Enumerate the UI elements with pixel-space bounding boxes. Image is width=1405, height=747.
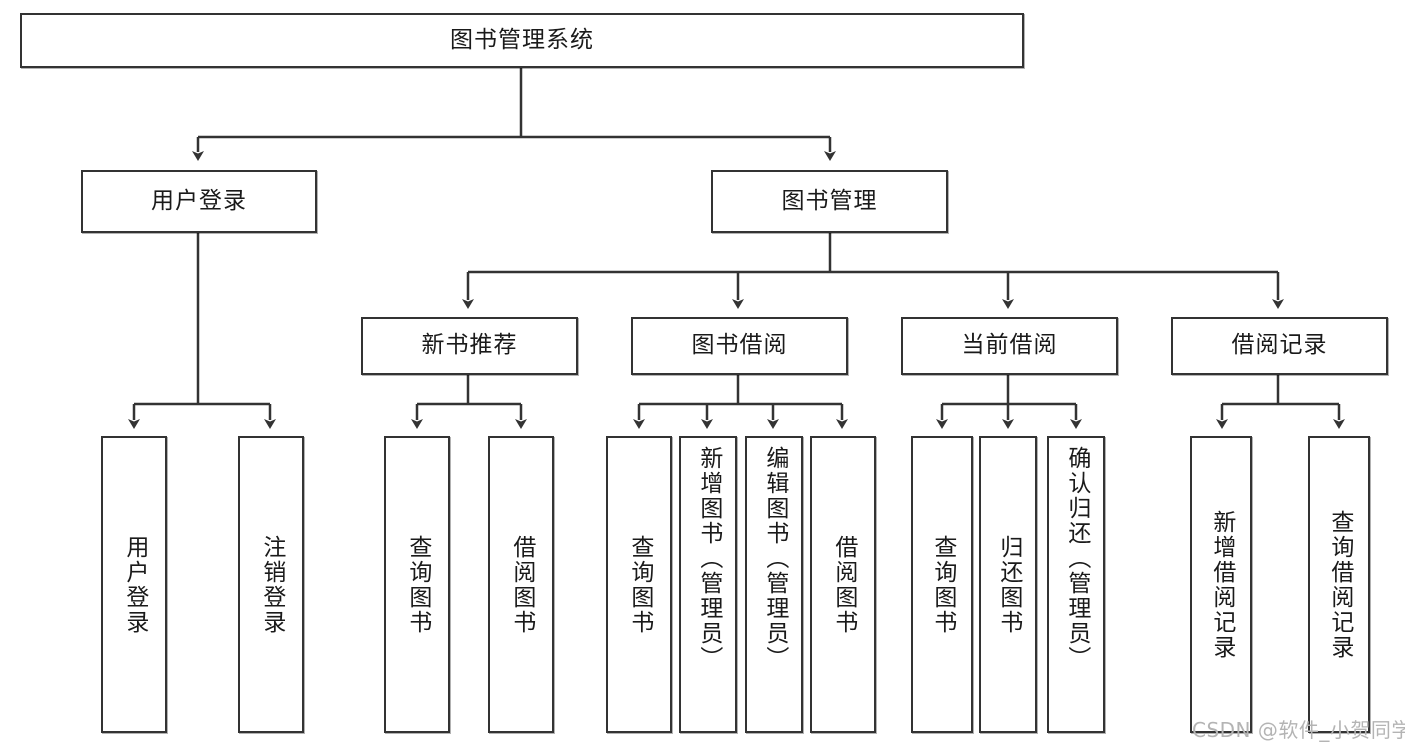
node-leaf-query-book-2-label: 查询图书 [626, 534, 653, 635]
node-leaf-user-login-label: 用户登录 [121, 534, 148, 635]
node-book-manage[interactable]: 图书管理 [711, 170, 948, 233]
node-root[interactable]: 图书管理系统 [20, 13, 1024, 68]
node-book-borrow-label: 图书借阅 [691, 332, 788, 359]
node-current-borrow-label: 当前借阅 [961, 332, 1058, 359]
node-leaf-borrow-book-2[interactable]: 借阅图书 [810, 436, 876, 733]
node-root-label: 图书管理系统 [450, 26, 594, 53]
node-leaf-return-book-label: 归还图书 [995, 534, 1022, 635]
node-leaf-confirm-return[interactable]: 确认归还（管理员） [1047, 436, 1105, 733]
node-leaf-borrow-book-2-label: 借阅图书 [830, 534, 857, 635]
node-leaf-borrow-book-1-label: 借阅图书 [508, 534, 535, 635]
node-leaf-edit-book[interactable]: 编辑图书（管理员） [745, 436, 803, 733]
node-leaf-query-book-1-label: 查询图书 [404, 534, 431, 635]
node-borrow-record[interactable]: 借阅记录 [1171, 317, 1388, 375]
node-new-book-recommend[interactable]: 新书推荐 [361, 317, 578, 375]
node-leaf-add-record[interactable]: 新增借阅记录 [1190, 436, 1252, 733]
node-leaf-user-logout[interactable]: 注销登录 [238, 436, 304, 733]
node-leaf-user-login[interactable]: 用户登录 [101, 436, 167, 733]
node-leaf-borrow-book-1[interactable]: 借阅图书 [488, 436, 554, 733]
csdn-watermark: CSDN @软件_小贺同学 [1192, 718, 1405, 742]
node-leaf-query-book-1[interactable]: 查询图书 [384, 436, 450, 733]
node-leaf-user-logout-label: 注销登录 [258, 534, 285, 635]
node-leaf-query-book-3[interactable]: 查询图书 [911, 436, 973, 733]
node-leaf-edit-book-label: 编辑图书（管理员） [761, 446, 788, 671]
node-leaf-query-book-3-label: 查询图书 [929, 534, 956, 635]
node-leaf-return-book[interactable]: 归还图书 [979, 436, 1037, 733]
node-current-borrow[interactable]: 当前借阅 [901, 317, 1118, 375]
node-leaf-add-book-label: 新增图书（管理员） [695, 446, 722, 671]
node-leaf-confirm-return-label: 确认归还（管理员） [1063, 446, 1090, 671]
node-leaf-add-record-label: 新增借阅记录 [1208, 509, 1235, 660]
node-leaf-query-record[interactable]: 查询借阅记录 [1308, 436, 1370, 733]
node-leaf-add-book[interactable]: 新增图书（管理员） [679, 436, 737, 733]
node-new-book-recommend-label: 新书推荐 [421, 332, 518, 359]
node-book-manage-label: 图书管理 [781, 187, 878, 214]
node-book-borrow[interactable]: 图书借阅 [631, 317, 848, 375]
node-leaf-query-book-2[interactable]: 查询图书 [606, 436, 672, 733]
node-borrow-record-label: 借阅记录 [1231, 332, 1328, 359]
node-leaf-query-record-label: 查询借阅记录 [1326, 509, 1353, 660]
node-user-login[interactable]: 用户登录 [81, 170, 317, 233]
node-user-login-label: 用户登录 [151, 187, 247, 214]
